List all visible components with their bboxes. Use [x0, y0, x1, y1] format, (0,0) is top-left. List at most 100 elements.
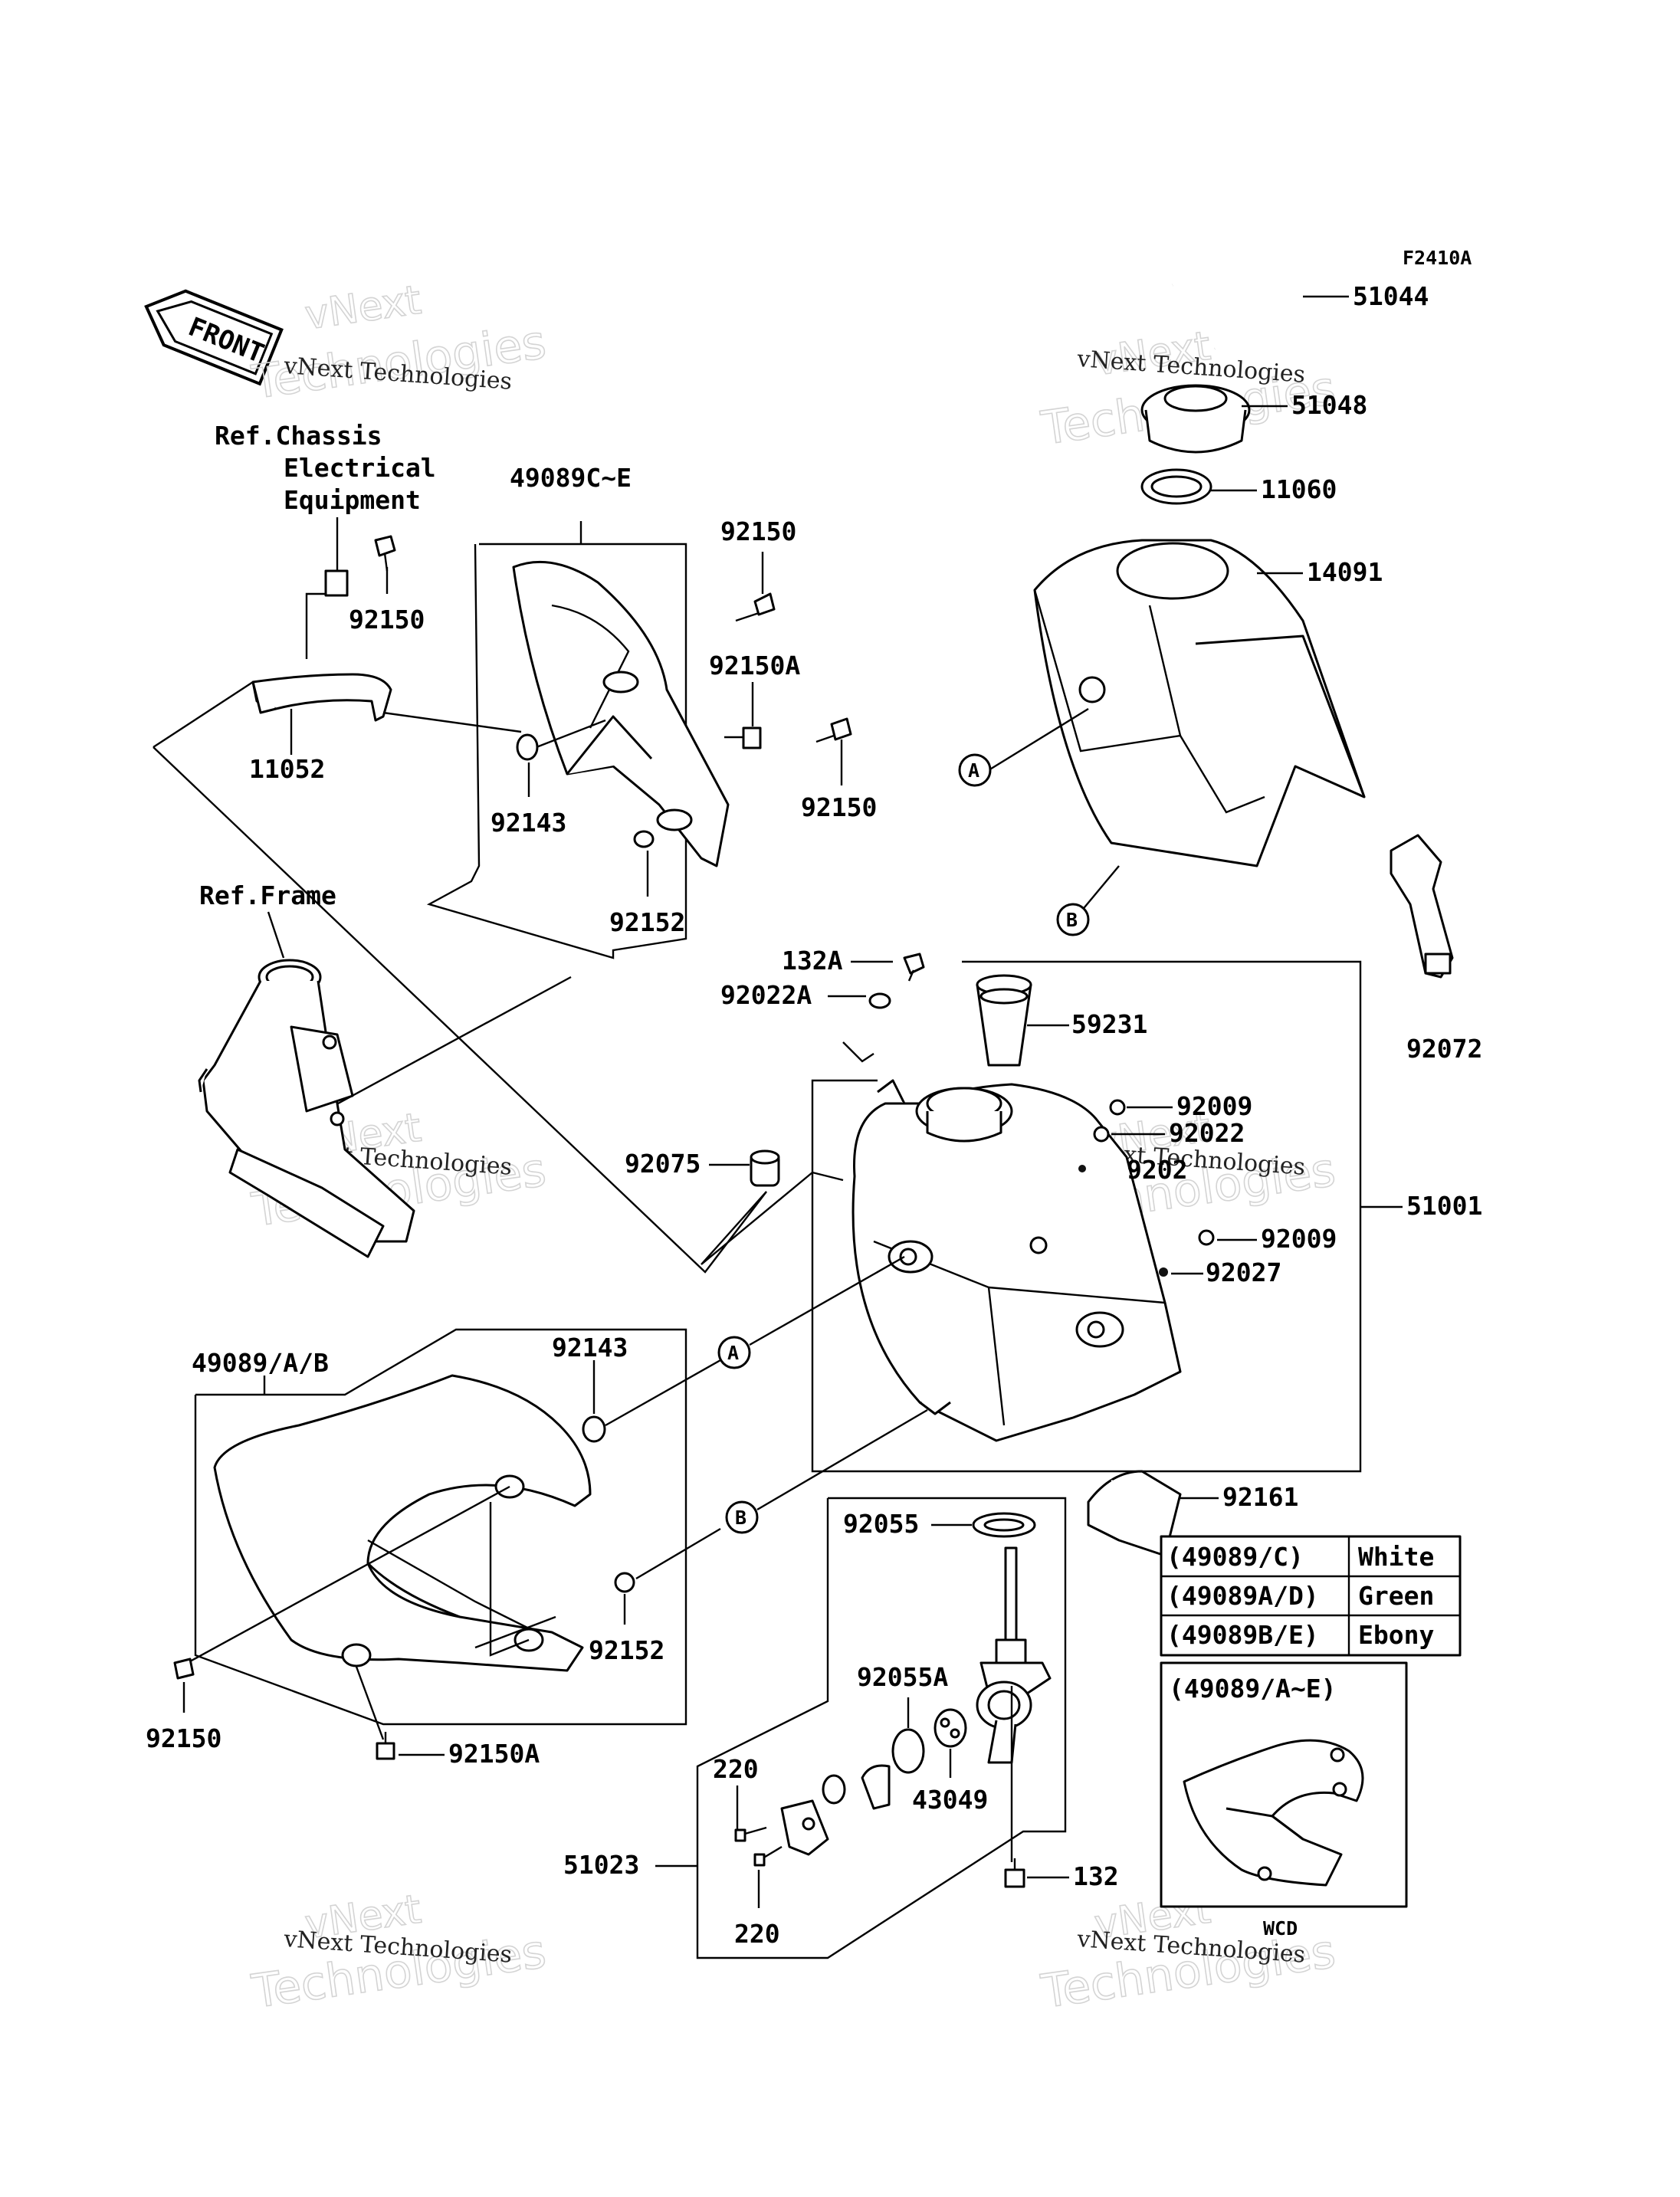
- label-92009a: 92009: [1176, 1091, 1252, 1121]
- table-color-row1: White: [1358, 1542, 1434, 1572]
- label-92150-lower: 92150: [146, 1723, 221, 1753]
- label-49089ab: 49089/A/B: [192, 1348, 329, 1378]
- breather-hose: [1172, 269, 1302, 350]
- svg-text:B: B: [735, 1507, 746, 1529]
- label-220-upper: 220: [713, 1754, 759, 1784]
- connector-icon: [324, 569, 349, 597]
- bracket-11052: [251, 673, 392, 722]
- label-92150a-mid: 92150A: [709, 651, 800, 680]
- washer-92022: [1093, 1126, 1110, 1143]
- svg-text:B: B: [1066, 909, 1078, 931]
- bolt-132: [1004, 1858, 1025, 1888]
- label-92152-lower: 92152: [589, 1635, 664, 1665]
- washer-92143-upper: [516, 733, 539, 761]
- svg-text:A: A: [968, 759, 979, 782]
- shroud-lower: [213, 1374, 592, 1672]
- label-49089ce: 49089C~E: [510, 463, 632, 493]
- ref-chassis-line2: Electrical: [284, 453, 436, 483]
- label-132a: 132A: [782, 946, 843, 976]
- table-color-row3: Ebony: [1358, 1620, 1434, 1650]
- label-92009b: 92009: [1261, 1224, 1337, 1254]
- washer-92152-upper: [633, 830, 655, 848]
- gasket-92055: [972, 1512, 1036, 1538]
- ref-chassis-line1: Ref.Chassis: [215, 421, 382, 451]
- fuel-cap: [1140, 384, 1251, 454]
- bolt-132a: [903, 953, 925, 982]
- table-color-row2: Green: [1358, 1581, 1434, 1611]
- packing-43049: [934, 1708, 967, 1748]
- label-92150-right: 92150: [801, 792, 877, 822]
- collar-9202x: [1078, 1165, 1086, 1172]
- inset-note: WCD: [1263, 1917, 1298, 1940]
- inset-title: (49089/A~E): [1169, 1674, 1337, 1703]
- bolt-92150-top: [735, 592, 776, 622]
- damper-92075: [750, 1149, 780, 1187]
- front-arrow-icon: FRONT: [144, 289, 284, 386]
- svg-text:A: A: [727, 1342, 739, 1364]
- tank-cover: [1033, 539, 1366, 867]
- label-92055a: 92055A: [857, 1662, 948, 1692]
- figure-code: F2410A: [1403, 247, 1472, 269]
- cap-gasket: [1140, 468, 1212, 505]
- label-92022: 92022: [1169, 1118, 1245, 1148]
- label-132: 132: [1073, 1861, 1119, 1891]
- frame-section: [198, 959, 415, 1258]
- label-51048: 51048: [1291, 390, 1367, 420]
- label-11060: 11060: [1261, 474, 1337, 504]
- tank-strap: [1390, 834, 1454, 979]
- callout-b-top: [1056, 903, 1090, 936]
- lever-assembly: [780, 1764, 891, 1856]
- label-92055: 92055: [843, 1509, 919, 1539]
- nut-92009b: [1198, 1229, 1215, 1246]
- fuel-cock: [976, 1546, 1052, 1764]
- label-92150-bracket: 92150: [349, 605, 425, 635]
- callout-a-lower: [717, 1336, 751, 1369]
- nut-92009a: [1109, 1099, 1126, 1116]
- label-51001: 51001: [1406, 1191, 1482, 1221]
- label-92150-top: 92150: [720, 516, 796, 546]
- collar-92027: [1159, 1267, 1168, 1277]
- svg-text:vNext: vNext: [302, 277, 424, 339]
- label-92072: 92072: [1406, 1034, 1482, 1064]
- screw-220-lower: [753, 1845, 783, 1867]
- callout-b-lower: [725, 1500, 759, 1534]
- label-92022a: 92022A: [720, 980, 812, 1010]
- bolt-92150-right: [815, 717, 852, 743]
- bolt-92150-lower: [173, 1658, 195, 1680]
- label-51044: 51044: [1353, 281, 1429, 311]
- callout-a-top: [958, 753, 992, 787]
- label-92152-upper: 92152: [609, 907, 685, 937]
- bolt-92150a-lower: [376, 1732, 395, 1760]
- ref-frame: Ref.Frame: [199, 880, 336, 910]
- label-92161: 92161: [1222, 1482, 1298, 1512]
- shroud-upper: [512, 560, 730, 867]
- oring-92055a: [891, 1728, 925, 1774]
- inset-box: (49089/A~E) WCD: [1160, 1661, 1408, 1940]
- label-9202x: 9202: [1127, 1155, 1187, 1185]
- table-code-row2: (49089A/D): [1166, 1581, 1319, 1611]
- washer-92152-lower: [614, 1572, 635, 1593]
- table-code-row3: (49089B/E): [1166, 1620, 1319, 1650]
- label-11052: 11052: [249, 754, 325, 784]
- bolt-92150a-mid: [724, 726, 762, 749]
- label-14091: 14091: [1307, 557, 1383, 587]
- washer-92143-lower: [582, 1415, 606, 1443]
- label-51023: 51023: [563, 1850, 639, 1880]
- label-59231: 59231: [1071, 1009, 1147, 1039]
- label-92075: 92075: [625, 1149, 701, 1179]
- washer-92022a: [868, 992, 891, 1009]
- label-92143-lower: 92143: [552, 1333, 628, 1362]
- ref-chassis-line3: Equipment: [284, 485, 421, 515]
- label-92143-upper: 92143: [491, 808, 566, 838]
- fuel-filter: [976, 974, 1032, 1067]
- screw-220-upper: [734, 1826, 767, 1842]
- fuel-tank: [851, 1079, 1182, 1442]
- table-code-row1: (49089/C): [1166, 1542, 1304, 1572]
- damper-92161: [1087, 1470, 1182, 1557]
- label-220-lower: 220: [734, 1919, 780, 1949]
- label-92027: 92027: [1206, 1258, 1281, 1287]
- label-92150a-lower: 92150A: [448, 1739, 540, 1769]
- color-table: (49089/C) White (49089A/D) Green (49089B…: [1160, 1535, 1462, 1657]
- bolt-92150-bracket: [374, 535, 396, 572]
